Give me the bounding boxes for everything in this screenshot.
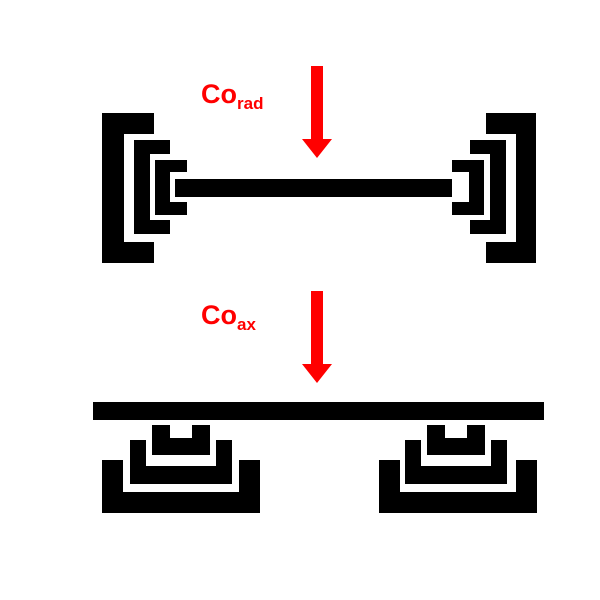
radial-label-sub: rad (237, 94, 263, 113)
axial-beam (93, 402, 544, 420)
axial-label: Coax (201, 300, 256, 334)
axial-label-sub: ax (237, 315, 256, 334)
axial-panel: Coax (93, 291, 544, 513)
radial-force-arrow (302, 66, 332, 158)
axial-right-bracket (379, 425, 537, 513)
axial-force-arrow (302, 291, 332, 383)
radial-label: Corad (201, 79, 263, 113)
axial-label-main: Co (201, 300, 237, 330)
radial-left-bracket (102, 113, 187, 263)
radial-panel: Corad (102, 66, 536, 263)
radial-right-bracket (452, 113, 536, 263)
radial-label-main: Co (201, 79, 237, 109)
radial-rod (175, 179, 461, 197)
axial-left-bracket (102, 425, 260, 513)
